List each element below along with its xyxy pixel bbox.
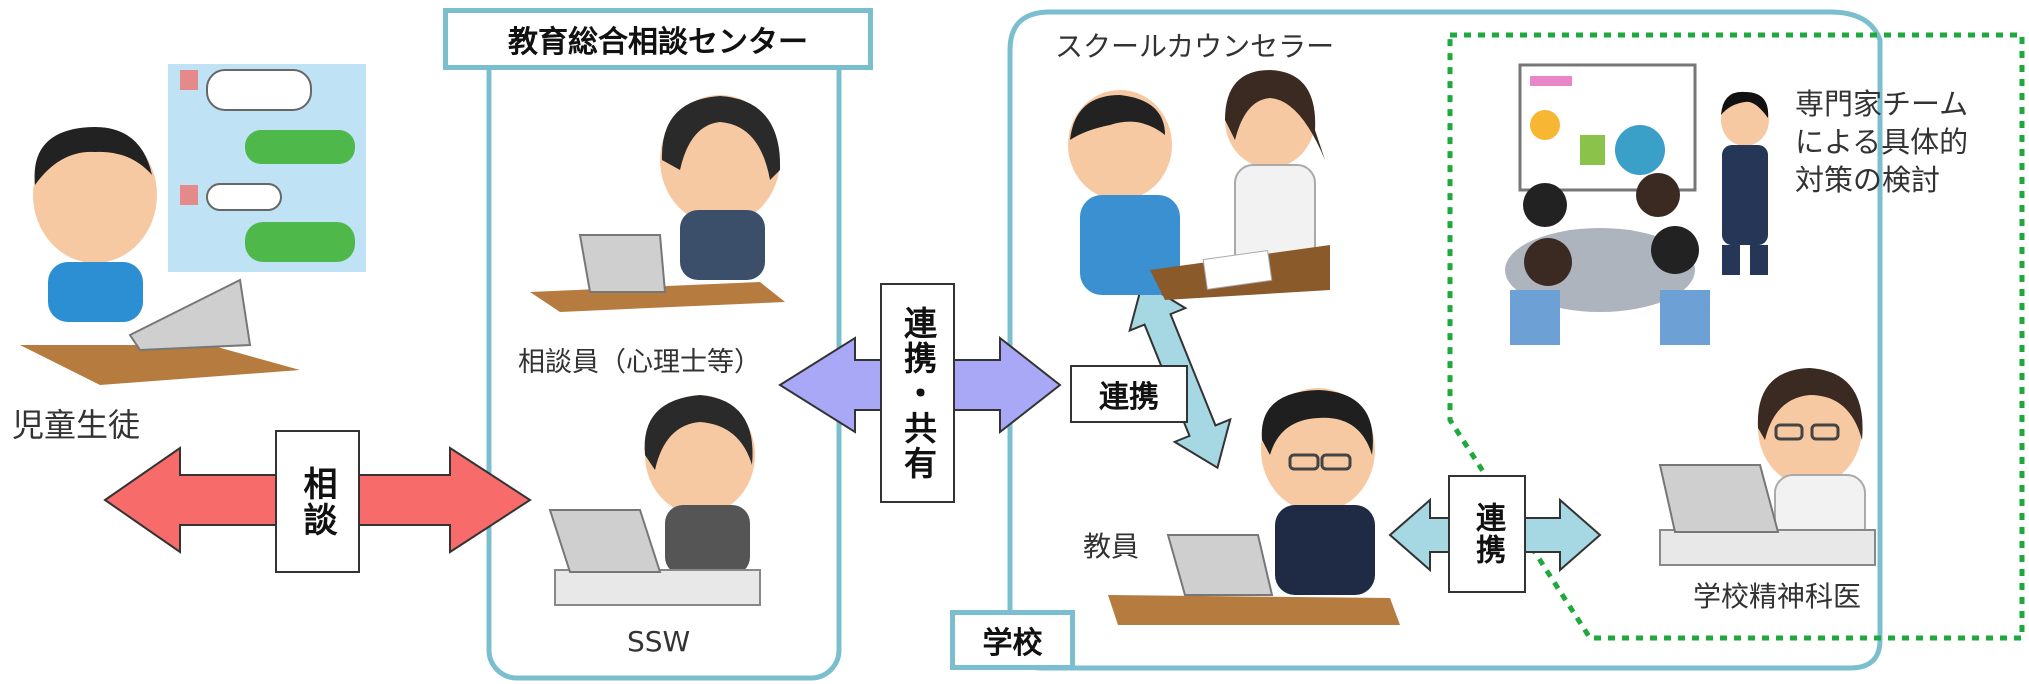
teacher-illustration	[1108, 388, 1400, 625]
school-frame	[1007, 9, 1883, 671]
counselor-staff-label: 相談員（心理士等）	[518, 347, 761, 378]
cooperate-psy-label: 連携	[1448, 475, 1526, 593]
cooperate-psy-text: 連携	[1470, 502, 1505, 566]
school-counselor-illustration	[1068, 70, 1330, 300]
psychiatrist-label: 学校精神科医	[1693, 580, 1862, 613]
ssw-illustration	[548, 395, 761, 606]
cooperate-sc-label: 連携	[1070, 365, 1188, 423]
cooperate-share-label: 連携・共有	[880, 283, 955, 503]
center-title: 教育総合相談センター	[443, 8, 873, 70]
cooperate-sc-text: 連携	[1099, 380, 1159, 415]
consult-label: 相談	[275, 430, 360, 573]
expert-dotted-region	[1447, 32, 2025, 641]
school-counselor-label: スクールカウンセラー	[1055, 30, 1335, 63]
teacher-label: 教員	[1083, 530, 1140, 563]
consult-label-text: 相談	[297, 465, 337, 538]
cooperate-share-text: 連携・共有	[898, 305, 938, 481]
student-illustration	[20, 64, 366, 385]
expert-team-illustration	[1505, 63, 1769, 345]
student-label: 児童生徒	[12, 406, 141, 444]
psychiatrist-illustration	[1658, 368, 1876, 566]
expert-team-label: 専門家チーム による具体的 対策の検討	[1795, 87, 1969, 197]
counselor-staff-illustration	[530, 95, 785, 312]
ssw-label: SSW	[627, 625, 691, 658]
school-label: 学校	[950, 610, 1075, 670]
